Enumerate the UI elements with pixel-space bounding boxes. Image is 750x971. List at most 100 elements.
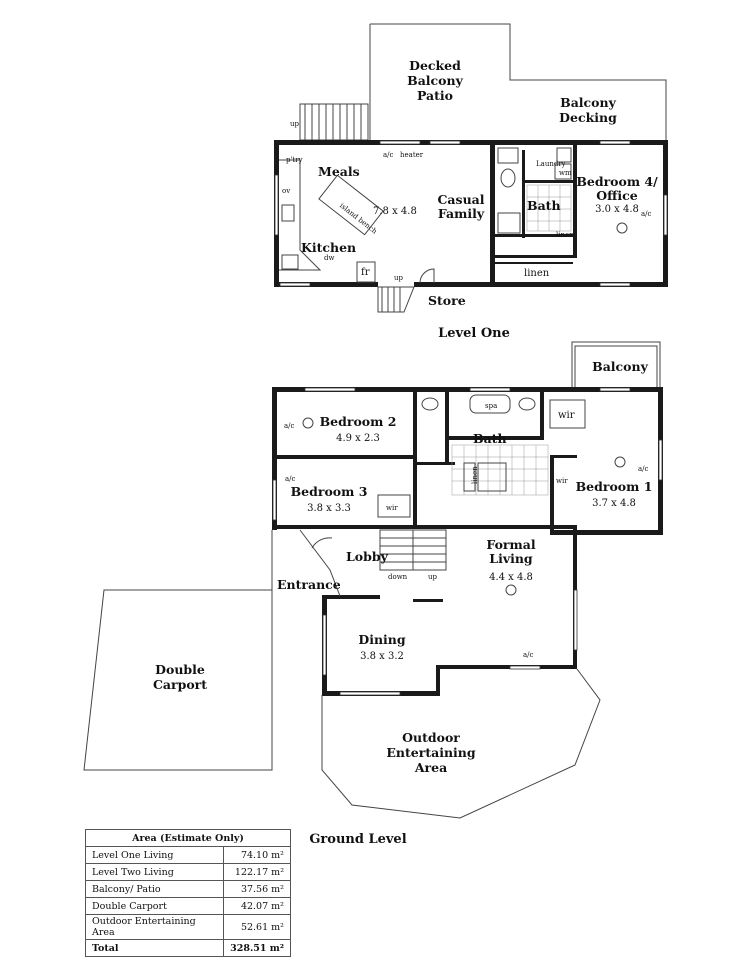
ground-walls bbox=[272, 387, 663, 696]
store-label: Store bbox=[428, 293, 466, 308]
bedroom4-dim: 3.0 x 4.8 bbox=[595, 204, 639, 215]
lobby-label: Lobby bbox=[346, 549, 389, 564]
wir-bed3-label: wir bbox=[386, 504, 398, 512]
wir-bed1-label: wir bbox=[558, 410, 575, 421]
heater-label: heater bbox=[400, 151, 424, 159]
fan-icon bbox=[302, 417, 314, 429]
linen-upper-label: linen bbox=[556, 231, 574, 239]
fr-label: fr bbox=[361, 267, 370, 278]
bedroom3-dim: 3.8 x 3.3 bbox=[307, 503, 351, 514]
total-value: 328.51 m² bbox=[223, 939, 291, 957]
oven-label: ov bbox=[282, 187, 290, 195]
wir-bed1-box bbox=[549, 399, 586, 429]
lower-linen bbox=[463, 462, 476, 492]
ac-bed3-label: a/c bbox=[285, 475, 296, 483]
label-line: Formal bbox=[486, 537, 535, 552]
fan-icon bbox=[616, 222, 628, 234]
entrance-door bbox=[299, 529, 341, 597]
upper-bath-label: Bath bbox=[527, 198, 561, 213]
area-label: Double Carport bbox=[84, 897, 225, 915]
ac-bed2-label: a/c bbox=[284, 422, 295, 430]
wm-label: wm bbox=[559, 169, 572, 177]
linen-store-label: linen bbox=[524, 268, 550, 279]
bedroom1-dim: 3.7 x 4.8 bbox=[592, 498, 636, 509]
dining-dim: 3.8 x 3.2 bbox=[360, 651, 404, 662]
lower-toilet bbox=[421, 397, 439, 411]
balcony-outline bbox=[571, 341, 661, 390]
spa-bath bbox=[469, 394, 511, 414]
label-line: Casual bbox=[437, 192, 484, 207]
bedroom3-label: Bedroom 3 bbox=[291, 484, 368, 499]
deck-outline bbox=[370, 23, 667, 142]
down-label: down bbox=[388, 573, 408, 581]
label-line: Office bbox=[596, 188, 638, 203]
laundry-label: Laundry bbox=[536, 160, 566, 168]
label-line: Decked bbox=[409, 58, 461, 73]
upper-toilet bbox=[500, 168, 516, 188]
label-line: Balcony bbox=[560, 95, 616, 110]
meals-label: Meals bbox=[318, 164, 360, 179]
upper-vanity bbox=[497, 147, 519, 164]
ac-bed1-label: a/c bbox=[638, 465, 649, 473]
label-line: Family bbox=[438, 206, 485, 221]
balcony-label: Balcony bbox=[592, 359, 648, 374]
stairs-up-label: up bbox=[428, 573, 438, 581]
label-line: Carport bbox=[153, 677, 207, 692]
label-line: Decking bbox=[559, 110, 617, 125]
label-line: Entertaining bbox=[386, 745, 475, 760]
formal-living-dim: 4.4 x 4.8 bbox=[489, 572, 533, 583]
dining-label: Dining bbox=[358, 632, 406, 647]
label-line: Outdoor bbox=[402, 730, 460, 745]
kitchen-label: Kitchen bbox=[301, 240, 356, 255]
ac-label: a/c bbox=[383, 151, 394, 159]
bedroom2-label: Bedroom 2 bbox=[320, 414, 397, 429]
store-door bbox=[419, 268, 435, 284]
pantry-label: p'try bbox=[286, 156, 303, 164]
upper-shower bbox=[497, 212, 521, 234]
level-one-walls bbox=[274, 140, 668, 287]
label-line: Living bbox=[489, 551, 533, 566]
kitchen-bench bbox=[279, 159, 322, 271]
fridge-space bbox=[356, 261, 376, 283]
bedroom4-label: Bedroom 4/Office bbox=[576, 174, 658, 203]
wir-bed1-lower-label: wir bbox=[556, 477, 568, 485]
label-line: Balcony bbox=[407, 73, 463, 88]
area-value: 122.17 m² bbox=[223, 863, 291, 881]
central-stairs bbox=[379, 529, 447, 571]
island-bench bbox=[318, 174, 384, 236]
laundry-tub bbox=[556, 147, 572, 163]
area-label: Balcony/ Patio bbox=[84, 880, 225, 898]
linen-lower-label: linen bbox=[471, 466, 479, 484]
level-one-title: Level One bbox=[438, 326, 510, 341]
area-value: 37.56 m² bbox=[223, 880, 291, 898]
store-up-label: up bbox=[394, 274, 404, 282]
lower-basin bbox=[518, 397, 536, 411]
outdoor-outline bbox=[321, 668, 601, 819]
ac-bed4-label: a/c bbox=[641, 210, 652, 218]
upper-stairs bbox=[299, 103, 369, 141]
wir-bed3 bbox=[377, 494, 411, 518]
area-value: 52.61 m² bbox=[223, 914, 291, 940]
area-table-header: Area (Estimate Only) bbox=[85, 829, 291, 847]
washing-machine bbox=[554, 163, 572, 180]
area-label: Level Two Living bbox=[84, 863, 225, 881]
cooktop bbox=[281, 204, 295, 222]
area-value: 42.07 m² bbox=[223, 897, 291, 915]
bedroom2-dim: 4.9 x 2.3 bbox=[336, 433, 380, 444]
ground-level-title: Ground Level bbox=[309, 832, 406, 847]
label-line: Double bbox=[155, 662, 205, 677]
meals-dim: 7.8 x 4.8 bbox=[373, 206, 417, 217]
spa-label: spa bbox=[485, 402, 497, 410]
